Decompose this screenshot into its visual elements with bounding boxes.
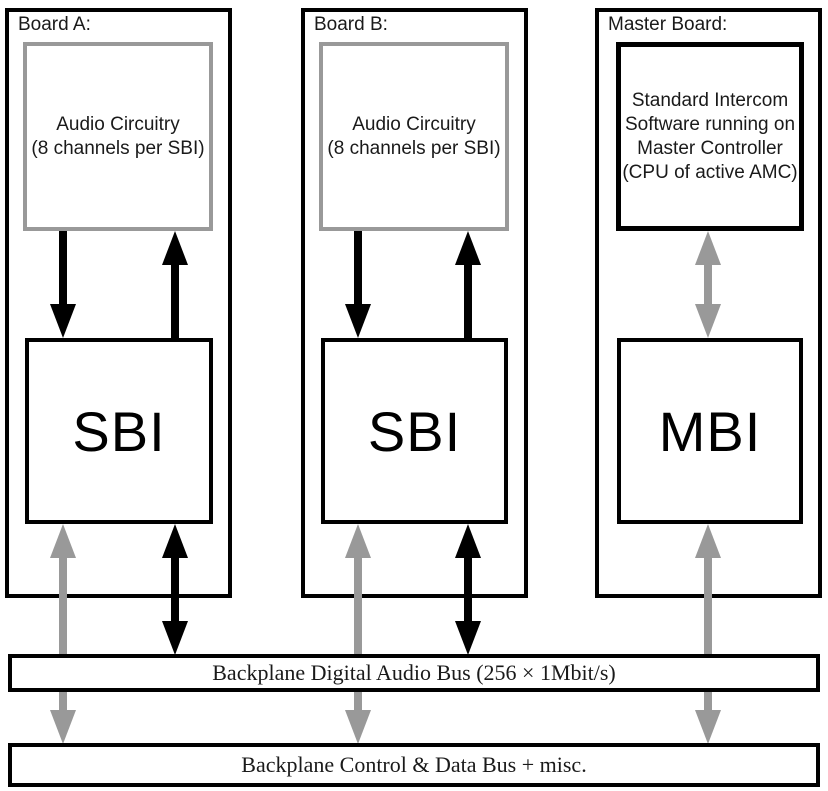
master-board-label: Master Board: — [608, 14, 728, 35]
arrowhead-down — [345, 710, 371, 744]
audio-circuitry-box-a: Audio Circuitry (8 channels per SBI) — [23, 42, 213, 231]
audio-circuitry-label-a-line1: Audio Circuitry — [56, 113, 180, 135]
audio-circuitry-label-b-line2: (8 channels per SBI) — [327, 137, 501, 159]
arrow-sbi-to-audio-a — [162, 231, 188, 338]
arrowhead-up — [695, 231, 721, 265]
arrow-shaft — [464, 261, 472, 338]
arrow-audio-to-sbi-b — [345, 231, 371, 338]
sbi-box-b: SBI — [321, 338, 508, 524]
arrow-shaft — [59, 554, 67, 714]
board-a-label: Board A: — [18, 14, 91, 35]
arrowhead-up — [162, 524, 188, 558]
sbi-label-b: SBI — [367, 399, 462, 463]
arrow-shaft — [59, 231, 67, 308]
arrowhead-down — [50, 304, 76, 338]
control-bus-label: Backplane Control & Data Bus + misc. — [241, 752, 587, 777]
mbi-box: MBI — [617, 338, 803, 524]
audio-circuitry-label-b-line1: Audio Circuitry — [352, 113, 476, 135]
arrow-sbi-b-to-audio-bus — [455, 524, 481, 655]
arrowhead-up — [455, 524, 481, 558]
arrow-mbi-to-control-bus — [695, 524, 721, 744]
master-software-label-line3: Master Controller — [637, 137, 783, 159]
arrow-shaft — [354, 231, 362, 308]
audio-circuitry-box-b: Audio Circuitry (8 channels per SBI) — [319, 42, 509, 231]
arrow-audio-to-sbi-a — [50, 231, 76, 338]
arrowhead-down — [162, 621, 188, 655]
arrow-sbi-b-to-control-bus — [345, 524, 371, 744]
arrow-software-to-mbi — [695, 231, 721, 338]
arrowhead-down — [695, 304, 721, 338]
master-software-label-line4: (CPU of active AMC) — [622, 161, 798, 183]
master-software-label-line2: Software running on — [624, 113, 796, 135]
control-bus-bar: Backplane Control & Data Bus + misc. — [8, 743, 820, 787]
arrowhead-down — [345, 304, 371, 338]
board-b-frame — [301, 8, 528, 598]
audio-bus-label: Backplane Digital Audio Bus (256 × 1Mbit… — [212, 660, 616, 685]
arrowhead-up — [455, 231, 481, 265]
arrow-sbi-a-to-audio-bus — [162, 524, 188, 655]
arrowhead-down — [695, 710, 721, 744]
board-b-label: Board B: — [314, 14, 388, 35]
arrowhead-up — [162, 231, 188, 265]
arrowhead-up — [695, 524, 721, 558]
arrow-shaft — [704, 554, 712, 714]
arrow-sbi-to-audio-b — [455, 231, 481, 338]
master-software-box: Standard Intercom Software running on Ma… — [616, 42, 804, 231]
audio-circuitry-label-a-line2: (8 channels per SBI) — [31, 137, 205, 159]
arrowhead-down — [50, 710, 76, 744]
master-software-label-line1: Standard Intercom — [631, 89, 789, 111]
arrow-shaft — [464, 554, 472, 625]
arrowhead-up — [345, 524, 371, 558]
arrow-shaft — [704, 261, 712, 308]
mbi-label: MBI — [658, 399, 762, 463]
board-a-frame — [5, 8, 232, 598]
arrow-sbi-a-to-control-bus — [50, 524, 76, 744]
arrowhead-down — [455, 621, 481, 655]
sbi-box-a: SBI — [25, 338, 213, 524]
arrow-shaft — [171, 261, 179, 338]
sbi-label-a: SBI — [72, 399, 166, 463]
arrow-shaft — [171, 554, 179, 625]
audio-bus-bar: Backplane Digital Audio Bus (256 × 1Mbit… — [8, 654, 820, 692]
arrow-shaft — [354, 554, 362, 714]
arrowhead-up — [50, 524, 76, 558]
